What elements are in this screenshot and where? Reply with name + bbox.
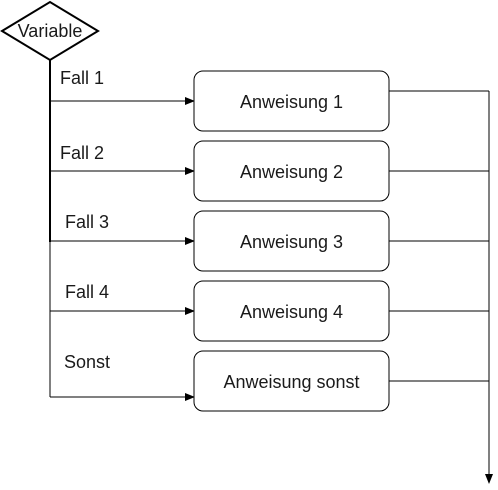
case-label-fall-3: Fall 3 xyxy=(65,212,109,232)
case-label-fall-2: Fall 2 xyxy=(60,143,104,163)
statement-label-2: Anweisung 2 xyxy=(240,162,343,182)
case-label-fall-4: Fall 4 xyxy=(65,282,109,302)
statement-label-sonst: Anweisung sonst xyxy=(223,372,359,392)
statement-box-1 xyxy=(193,70,390,132)
decision-label: Variable xyxy=(18,21,83,41)
statement-label-3: Anweisung 3 xyxy=(240,232,343,252)
decision-diamond xyxy=(0,0,100,62)
case-label-fall-1: Fall 1 xyxy=(60,68,104,88)
case-label-sonst: Sonst xyxy=(64,352,110,372)
statement-label-4: Anweisung 4 xyxy=(240,302,343,322)
statement-label-1: Anweisung 1 xyxy=(240,92,343,112)
